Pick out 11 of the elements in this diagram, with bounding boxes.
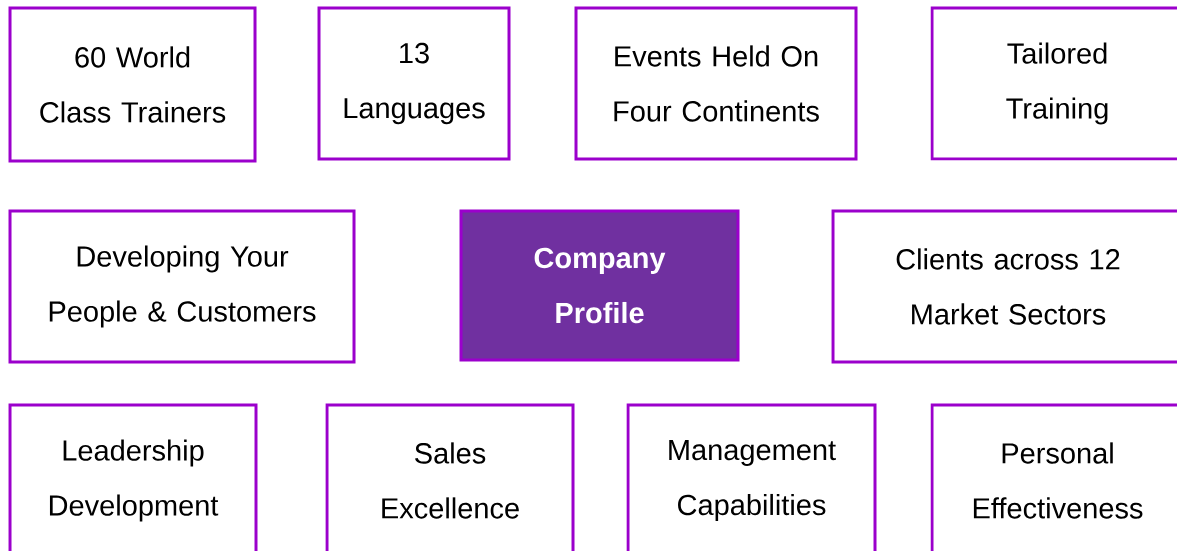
text-box: Personal Effectiveness <box>930 403 1177 551</box>
text-box: Management Capabilities <box>626 403 877 551</box>
text-box: 13 Languages <box>317 6 511 161</box>
highlighted-box: Company Profile <box>459 209 740 362</box>
text-box: Leadership Development <box>8 403 258 551</box>
text-box: Clients across 12 Market Sectors <box>831 209 1177 364</box>
text-box: Developing Your People & Customers <box>8 209 356 364</box>
text-box: 60 World Class Trainers <box>8 6 257 163</box>
text-box: Tailored Training <box>930 6 1177 161</box>
text-box: Sales Excellence <box>325 403 575 551</box>
text-box: Events Held On Four Continents <box>574 6 858 161</box>
